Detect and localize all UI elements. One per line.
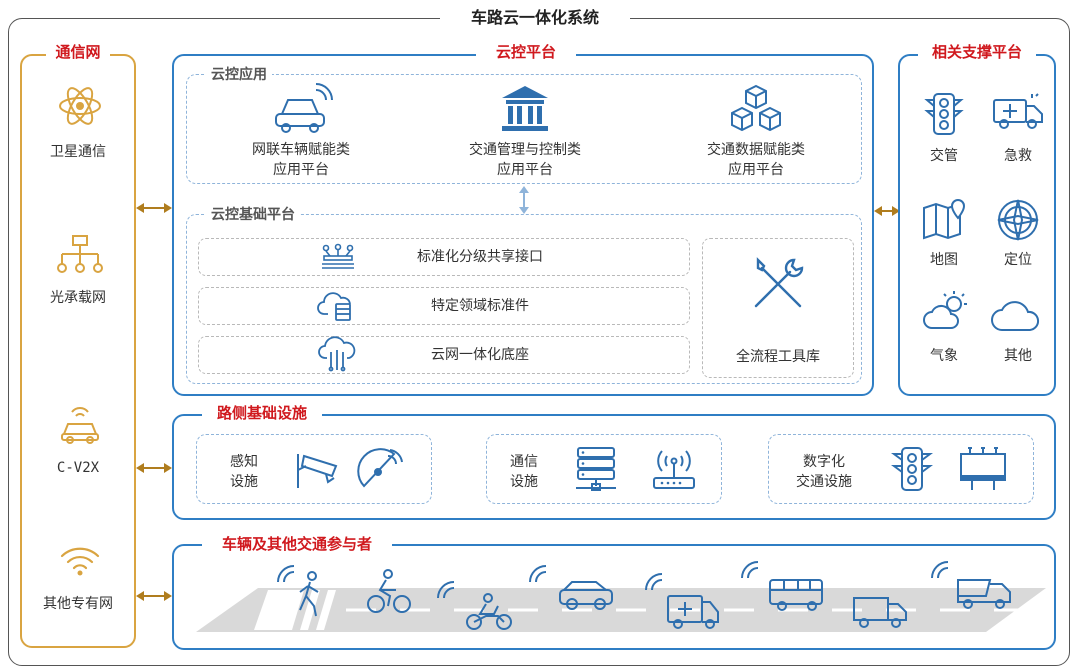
comm-item-cv2x: C-V2X <box>56 460 100 476</box>
motorcyclist-icon <box>437 581 512 630</box>
radar-icon <box>357 448 403 488</box>
support-item-other: 其他 <box>1004 348 1032 364</box>
diagram-title: 车路云一体化系统 <box>440 6 630 30</box>
support-item-traffic: 交管 <box>930 148 958 164</box>
cloud-server-icon <box>317 292 351 321</box>
dump-truck-icon <box>931 561 1011 609</box>
tools-icon <box>754 257 804 308</box>
support-platform-title: 相关支撑平台 <box>918 42 1036 62</box>
comm-item-satellite: 卫星通信 <box>50 144 106 160</box>
weather-icon <box>923 291 967 329</box>
roadside-comm-line2: 设施 <box>510 474 538 490</box>
base-row-interface <box>198 238 690 276</box>
app-vehicle-line2: 应用平台 <box>273 162 329 178</box>
app-data-line1: 交通数据赋能类 <box>707 142 805 158</box>
cloud-base-title: 云控基础平台 <box>206 206 300 224</box>
cloud-network-icon <box>318 336 356 372</box>
cloud-apps-title: 云控应用 <box>206 66 272 84</box>
roadside-digital-line2: 交通设施 <box>796 474 852 490</box>
data-cubes-icon <box>731 84 781 132</box>
camera-icon <box>297 454 338 488</box>
car-icon <box>529 565 613 610</box>
vehicles-panel <box>172 544 1056 650</box>
ambulance-vehicle-icon <box>645 573 719 629</box>
comm-cloud-arrow <box>136 203 172 213</box>
roadside-comm-line1: 通信 <box>510 454 538 470</box>
cloud-icon <box>991 301 1039 331</box>
toolkit-box <box>702 238 854 378</box>
cloud-support-arrow <box>874 206 900 216</box>
connected-vehicle-icon <box>275 83 333 133</box>
base-row-interface-label: 标准化分级共享接口 <box>417 249 543 265</box>
roadside-panel <box>172 414 1056 520</box>
app-traffic-line2: 应用平台 <box>497 162 553 178</box>
billboard-icon <box>960 447 1006 490</box>
comm-item-private: 其他专有网 <box>43 596 113 612</box>
pedestrian-icon <box>277 565 319 617</box>
roadside-group-digital <box>768 434 1034 504</box>
roadside-title: 路侧基础设施 <box>202 403 322 423</box>
support-item-weather: 气象 <box>930 348 958 364</box>
server-rack-icon <box>576 447 616 491</box>
vehicles-title: 车辆及其他交通参与者 <box>202 534 392 554</box>
base-row-standard-label: 特定领域标准件 <box>431 298 529 314</box>
comm-roadside-arrow <box>136 463 172 473</box>
ambulance-icon <box>993 93 1043 129</box>
cloud-platform-title: 云控平台 <box>476 42 576 62</box>
comm-network-title: 通信网 <box>46 42 110 62</box>
base-row-foundation-label: 云网一体化底座 <box>431 347 529 363</box>
connected-car-icon <box>61 407 99 444</box>
base-row-standard <box>198 287 690 325</box>
comm-item-optical: 光承载网 <box>50 290 106 306</box>
bus-icon <box>741 561 823 611</box>
apps-base-arrow <box>519 186 529 214</box>
roadside-sensing-line1: 感知 <box>230 454 258 470</box>
cyclist-icon <box>367 569 411 613</box>
app-vehicle-line1: 网联车辆赋能类 <box>252 142 350 158</box>
roadside-group-comm <box>486 434 722 504</box>
base-row-foundation <box>198 336 690 374</box>
roadside-sensing-line2: 设施 <box>230 474 258 490</box>
network-topology-icon <box>57 235 103 273</box>
app-data-line2: 应用平台 <box>728 162 784 178</box>
government-building-icon <box>502 86 548 131</box>
comm-vehicles-arrow <box>136 591 172 601</box>
support-item-emergency: 急救 <box>1004 148 1032 164</box>
app-traffic-line1: 交通管理与控制类 <box>469 142 581 158</box>
roadside-digital-line1: 数字化 <box>803 454 845 470</box>
roadside-group-sensing <box>196 434 432 504</box>
wifi-icon <box>60 547 100 576</box>
truck-icon <box>853 597 907 628</box>
support-item-map: 地图 <box>930 252 958 268</box>
map-pin-icon <box>923 198 966 240</box>
traffic-light-icon <box>924 93 964 135</box>
toolkit-label: 全流程工具库 <box>736 349 820 365</box>
support-item-positioning: 定位 <box>1004 252 1032 268</box>
interface-hub-icon <box>322 243 354 269</box>
compass-icon <box>997 199 1039 241</box>
cloud-apps-panel <box>186 74 862 184</box>
router-icon <box>653 450 695 489</box>
cloud-base-panel <box>186 214 862 384</box>
satellite-icon <box>59 87 101 125</box>
traffic-signal-icon <box>891 447 933 491</box>
